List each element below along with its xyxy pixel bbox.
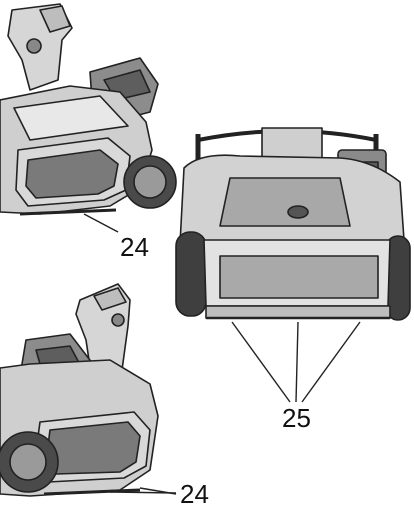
snow-thrower-side-view-bottom	[0, 283, 159, 497]
callout-label-24-bottom: 24	[180, 479, 209, 509]
snow-thrower-rear-view	[175, 127, 411, 321]
snow-thrower-side-view-top	[0, 3, 177, 216]
leader-line-24-top	[83, 213, 119, 233]
leader-lines-24-bottom	[109, 487, 177, 495]
callout-label-24-top: 24	[120, 232, 149, 262]
leader-lines-25	[231, 321, 361, 403]
callout-label-25: 25	[282, 403, 311, 433]
